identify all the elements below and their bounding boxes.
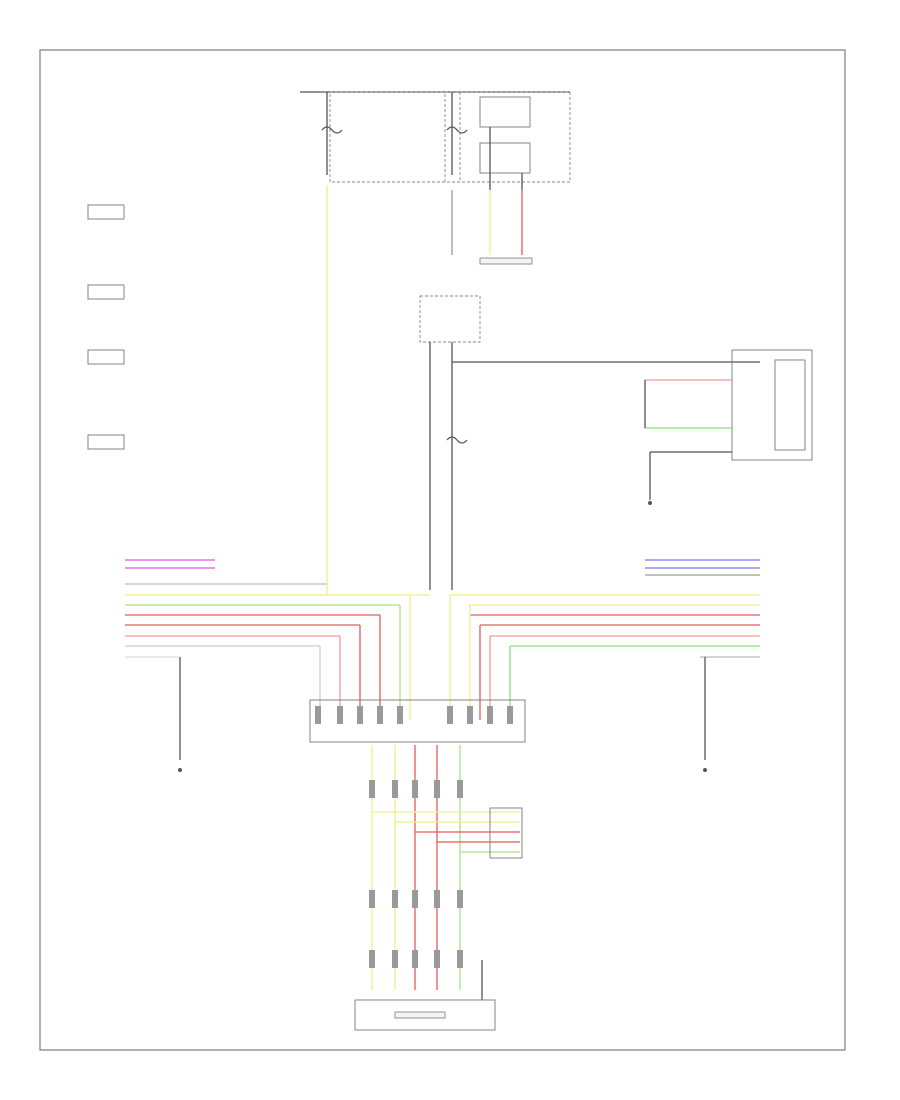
diagram-frame <box>39 49 846 1051</box>
left-label-stack <box>87 204 125 450</box>
relay-module <box>479 96 531 128</box>
meter-connector <box>731 349 813 461</box>
bottom-module <box>354 999 496 1031</box>
central-drops-left <box>319 595 411 720</box>
switch-block <box>419 295 760 590</box>
ground-right <box>703 657 707 772</box>
speed-sensor <box>479 257 533 265</box>
left-connector-row <box>125 559 430 658</box>
central-connector <box>309 699 526 743</box>
central-drops-right <box>449 595 511 720</box>
terminal-blobs <box>315 706 513 968</box>
right-connector-row <box>450 559 760 658</box>
fuse-block-top-left <box>329 91 461 183</box>
fuse-block-top-right <box>444 91 571 183</box>
meter-block <box>644 349 813 505</box>
ground-meter <box>648 501 652 505</box>
ground-left <box>178 657 182 772</box>
top-supply-block <box>300 91 571 190</box>
